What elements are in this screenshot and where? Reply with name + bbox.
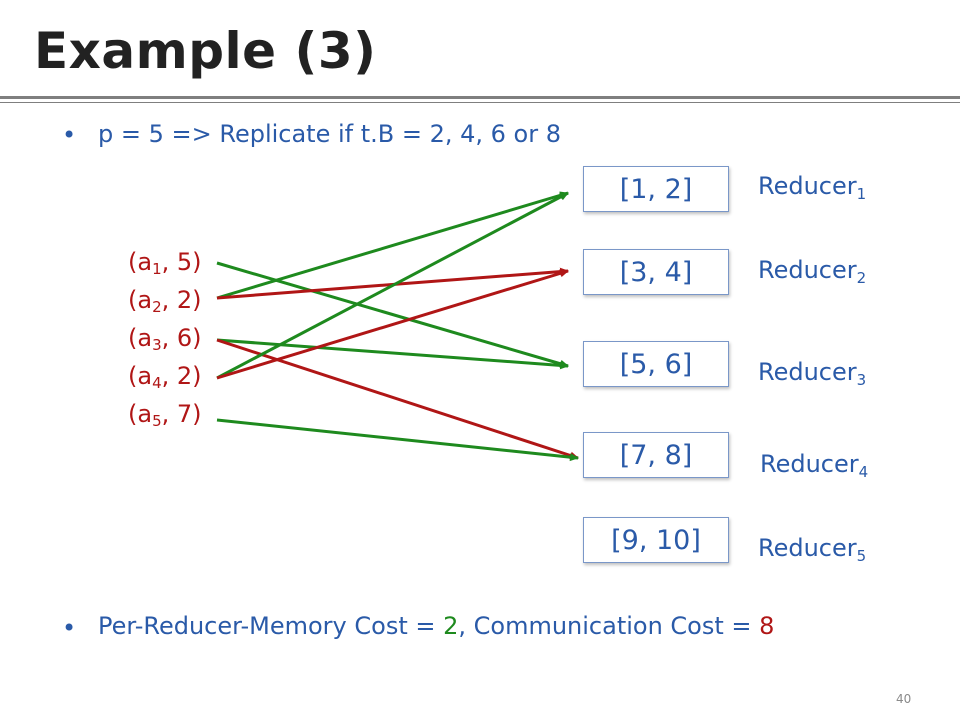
communication-cost-value: 8 [759, 612, 775, 640]
arrow-tuple-4-to-reducer-1 [216, 191, 569, 380]
range-box-1: [1, 2] [583, 166, 729, 212]
range-box-5: [9, 10] [583, 517, 729, 563]
bullet-cost-summary: Per-Reducer-Memory Cost = 2, Communicati… [98, 612, 775, 640]
bullet-replicate-rule: p = 5 => Replicate if t.B = 2, 4, 6 or 8 [98, 120, 562, 148]
arrow-tuple-2-to-reducer-1 [216, 191, 569, 300]
memory-cost-value: 2 [443, 612, 459, 640]
arrow-tuple-4-to-reducer-2 [216, 269, 569, 380]
tuple-a2: (a2, 2) [128, 286, 202, 316]
slide-title: Example (3) [34, 22, 377, 80]
reducer-label-4: Reducer4 [760, 450, 869, 481]
title-divider-thick [0, 96, 960, 99]
range-box-2: [3, 4] [583, 249, 729, 295]
reducer-label-3: Reducer3 [758, 358, 867, 389]
reducer-label-1: Reducer1 [758, 172, 867, 203]
reducer-label-5: Reducer5 [758, 534, 867, 565]
title-divider-thin [0, 102, 960, 103]
tuple-a4: (a4, 2) [128, 362, 202, 392]
tuple-a5: (a5, 7) [128, 400, 202, 430]
arrow-tuple-5-to-reducer-4 [216, 418, 579, 462]
bullet-dot-1: • [62, 121, 77, 149]
range-box-4: [7, 8] [583, 432, 729, 478]
reducer-label-2: Reducer2 [758, 256, 867, 287]
tuple-a3: (a3, 6) [128, 324, 202, 354]
arrow-tuple-3-to-reducer-3 [216, 338, 569, 370]
tuple-a1: (a1, 5) [128, 248, 202, 278]
page-number: 40 [896, 692, 912, 706]
range-box-3: [5, 6] [583, 341, 729, 387]
bullet-dot-2: • [62, 614, 77, 642]
